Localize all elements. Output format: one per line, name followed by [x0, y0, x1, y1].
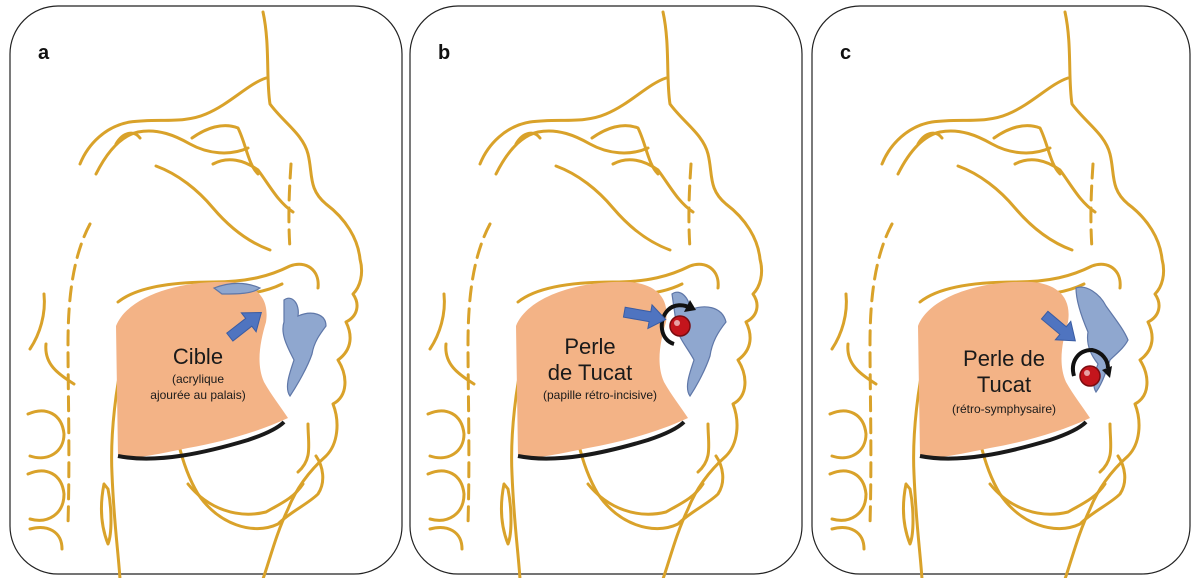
head-diagram-b	[408, 4, 804, 576]
panel-c: c Perle de Tucat (rétro-symphysaire)	[810, 4, 1193, 576]
panel-label: b	[438, 42, 450, 65]
panel-subtitle-line-1: (papille rétro-incisive)	[520, 388, 680, 403]
panel-title-line-1: Perle	[530, 334, 650, 360]
panel-b: b Perle de Tucat (papille rétro-incisive…	[408, 4, 804, 576]
tucat-bead-icon	[670, 316, 690, 336]
panel-title-line-2: Tucat	[944, 372, 1064, 398]
panel-subtitle-line-1: (rétro-symphysaire)	[934, 402, 1074, 417]
panel-label: a	[38, 42, 49, 65]
panel-subtitle-line-2: ajourée au palais)	[128, 388, 268, 403]
tucat-bead-icon	[1080, 366, 1100, 386]
panel-title-line-2: de Tucat	[530, 360, 650, 386]
panel-title-line-1: Cible	[138, 344, 258, 370]
head-diagram-a	[8, 4, 404, 576]
panel-label: c	[840, 42, 851, 65]
panel-subtitle-line-1: (acrylique	[128, 372, 268, 387]
panel-title-line-1: Perle de	[944, 346, 1064, 372]
panel-a: a Cible (acrylique ajourée au palais)	[8, 4, 404, 576]
head-diagram-c	[810, 4, 1193, 576]
